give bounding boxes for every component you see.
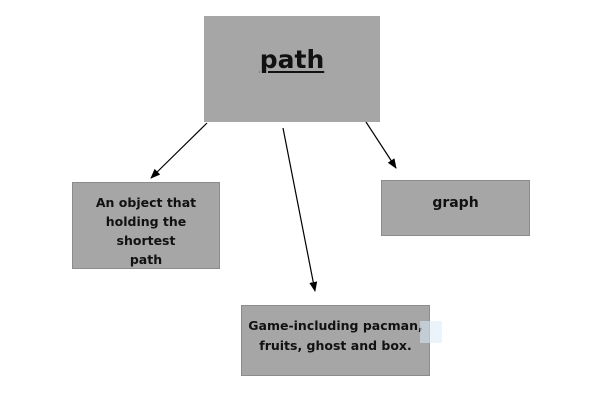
child-node-graph: graph — [381, 180, 530, 236]
selection-highlight — [420, 321, 442, 343]
game-label-line-1: Game-including pacman, — [248, 318, 423, 333]
object-label-line-3: path — [129, 252, 163, 267]
root-node-label: path — [259, 44, 325, 74]
edge-path-to-game-arrow — [282, 127, 318, 292]
root-node-path: path — [204, 16, 380, 122]
object-label-line-1: An object that — [95, 195, 197, 210]
child-node-graph-label: graph — [432, 195, 479, 211]
child-node-game-label: Game-including pacman, fruits, ghost and… — [248, 316, 423, 356]
game-label-line-2: fruits, ghost and box. — [259, 338, 412, 353]
child-node-game: Game-including pacman, fruits, ghost and… — [241, 305, 430, 376]
edge-path-to-object-arrow — [150, 122, 208, 179]
child-node-object-label: An object that holding the shortest path — [79, 193, 213, 269]
edge-path-to-graph-arrow — [365, 121, 397, 169]
child-node-shortest-path-object: An object that holding the shortest path — [72, 182, 220, 269]
object-label-line-2: holding the shortest — [105, 214, 187, 248]
